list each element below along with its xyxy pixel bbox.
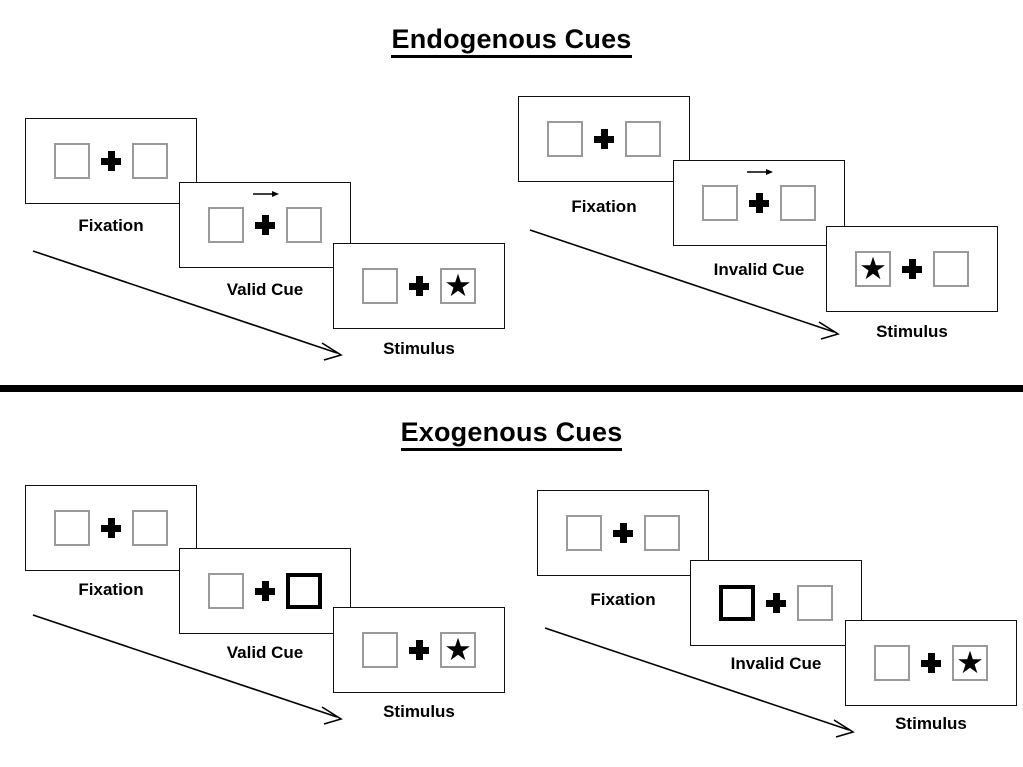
fixation-cross-icon xyxy=(101,151,121,171)
stimulus-box-left xyxy=(702,185,738,221)
section-title-endogenous-text: Endogenous Cues xyxy=(391,24,632,58)
fixation-cross-wrap xyxy=(738,169,780,223)
fixation-cross-icon xyxy=(766,593,786,613)
stimulus-box-right xyxy=(286,207,322,243)
fixation-cross-icon xyxy=(902,259,922,279)
section-title-endogenous: Endogenous Cues xyxy=(0,24,1023,58)
fixation-cross-icon xyxy=(409,276,429,296)
panel-endogenous-valid-fixation xyxy=(25,118,197,204)
caption-endogenous-invalid-cue: Invalid Cue xyxy=(713,260,805,279)
stimulus-box-left xyxy=(362,632,398,668)
panel-endogenous-valid-stimulus: ★ xyxy=(333,243,505,329)
section-divider xyxy=(0,385,1023,392)
section-title-exogenous: Exogenous Cues xyxy=(0,417,1023,451)
caption-exogenous-invalid-fixation: Fixation xyxy=(590,590,656,609)
stimulus-box-right-cued xyxy=(286,573,322,609)
fixation-cross-wrap xyxy=(910,643,952,683)
stimulus-box-left xyxy=(54,143,90,179)
stimulus-box-left-cued xyxy=(719,585,755,621)
star-target-icon: ★ xyxy=(444,631,472,667)
panel-endogenous-invalid-stimulus: ★ xyxy=(826,226,998,312)
stimulus-box-right: ★ xyxy=(952,645,988,681)
arrow-right-cue-icon xyxy=(747,169,774,175)
stimulus-box-right xyxy=(132,510,168,546)
fixation-cross-icon xyxy=(101,518,121,538)
arrow-right-cue-icon xyxy=(253,191,280,197)
fixation-cross-wrap xyxy=(891,249,933,289)
stimulus-box-left: ★ xyxy=(855,251,891,287)
fixation-cross-icon xyxy=(921,653,941,673)
panel-endogenous-invalid-fixation xyxy=(518,96,690,182)
caption-endogenous-valid-cue: Valid Cue xyxy=(226,280,304,299)
caption-endogenous-invalid-fixation: Fixation xyxy=(571,197,637,216)
caption-exogenous-valid-cue: Valid Cue xyxy=(226,643,304,662)
stimulus-box-right xyxy=(625,121,661,157)
panel-exogenous-valid-fixation xyxy=(25,485,197,571)
fixation-cross-icon xyxy=(749,193,769,213)
fixation-cross-wrap xyxy=(398,266,440,306)
stimulus-box-left xyxy=(566,515,602,551)
stimulus-box-right: ★ xyxy=(440,632,476,668)
stimulus-box-left xyxy=(54,510,90,546)
fixation-cross-wrap xyxy=(583,119,625,159)
fixation-cross-wrap xyxy=(244,191,286,245)
fixation-cross-wrap xyxy=(90,141,132,181)
caption-endogenous-valid-stimulus: Stimulus xyxy=(383,339,455,358)
caption-endogenous-invalid-stimulus: Stimulus xyxy=(876,322,948,341)
caption-exogenous-valid-fixation: Fixation xyxy=(78,580,144,599)
stimulus-box-left xyxy=(547,121,583,157)
caption-endogenous-valid-fixation: Fixation xyxy=(78,216,144,235)
stimulus-box-right xyxy=(780,185,816,221)
stimulus-box-left xyxy=(874,645,910,681)
panel-endogenous-valid-cue xyxy=(179,182,351,268)
fixation-cross-wrap xyxy=(398,630,440,670)
caption-exogenous-valid-stimulus: Stimulus xyxy=(383,702,455,721)
fixation-cross-icon xyxy=(594,129,614,149)
caption-exogenous-invalid-cue: Invalid Cue xyxy=(730,654,822,673)
star-target-icon: ★ xyxy=(444,267,472,303)
panel-exogenous-invalid-cue xyxy=(690,560,862,646)
fixation-cross-icon xyxy=(613,523,633,543)
stimulus-box-right xyxy=(644,515,680,551)
fixation-cross-wrap xyxy=(755,583,797,623)
fixation-cross-icon xyxy=(255,215,275,235)
panel-exogenous-invalid-stimulus: ★ xyxy=(845,620,1017,706)
stimulus-box-left xyxy=(208,573,244,609)
panel-endogenous-invalid-cue xyxy=(673,160,845,246)
stimulus-box-right xyxy=(933,251,969,287)
caption-exogenous-invalid-stimulus: Stimulus xyxy=(895,714,967,733)
fixation-cross-wrap xyxy=(90,508,132,548)
panel-exogenous-valid-stimulus: ★ xyxy=(333,607,505,693)
stimulus-box-left xyxy=(208,207,244,243)
stimulus-box-left xyxy=(362,268,398,304)
fixation-cross-wrap xyxy=(602,513,644,553)
fixation-cross-wrap xyxy=(244,571,286,611)
star-target-icon: ★ xyxy=(956,644,984,680)
section-title-exogenous-text: Exogenous Cues xyxy=(400,417,623,451)
stimulus-box-right: ★ xyxy=(440,268,476,304)
panel-exogenous-valid-cue xyxy=(179,548,351,634)
stimulus-box-right xyxy=(132,143,168,179)
fixation-cross-icon xyxy=(255,581,275,601)
stimulus-box-right xyxy=(797,585,833,621)
panel-exogenous-invalid-fixation xyxy=(537,490,709,576)
star-target-icon: ★ xyxy=(859,250,887,286)
fixation-cross-icon xyxy=(409,640,429,660)
